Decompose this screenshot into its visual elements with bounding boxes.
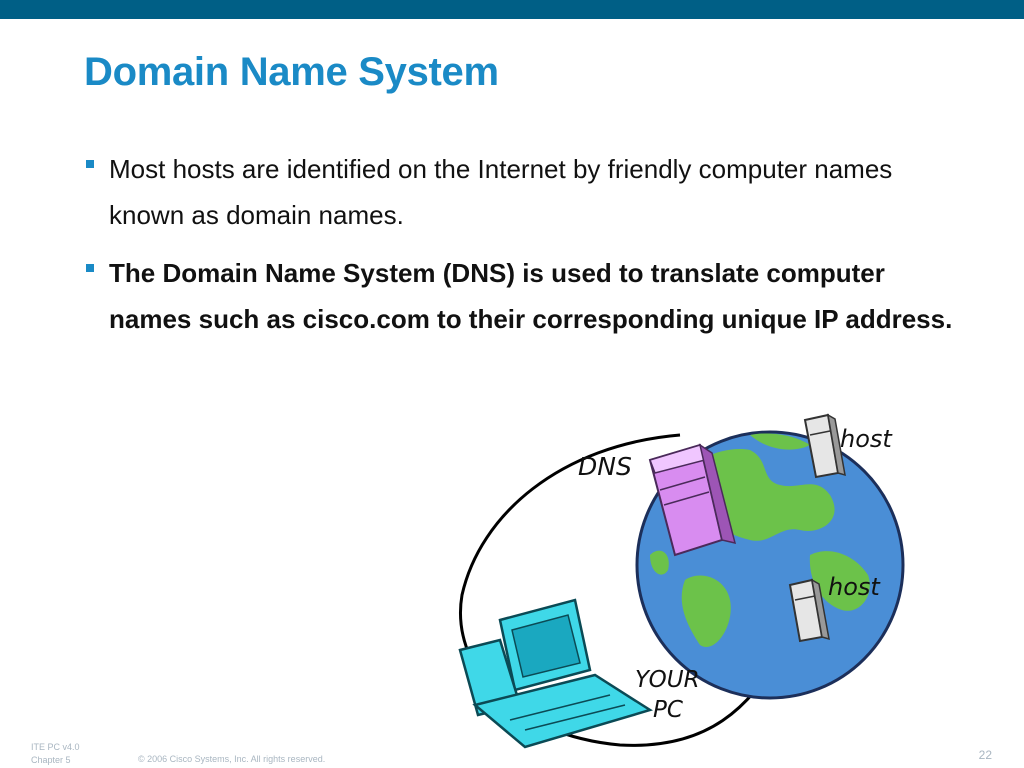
footer-copyright: © 2006 Cisco Systems, Inc. All rights re…	[138, 754, 326, 764]
bullet-item-1: Most hosts are identified on the Interne…	[84, 146, 964, 238]
square-bullet-icon	[86, 264, 94, 272]
host-server-icon	[803, 413, 846, 479]
footer-chapter: Chapter 5	[31, 755, 71, 765]
your-label: YOUR	[635, 667, 700, 693]
host-label-2: host	[828, 573, 881, 601]
bullet-text-2: The Domain Name System (DNS) is used to …	[109, 258, 953, 334]
pc-icon	[458, 598, 653, 749]
bullet-text-1: Most hosts are identified on the Interne…	[109, 154, 893, 230]
host-label-1: host	[840, 425, 893, 453]
host-server-icon	[788, 578, 830, 643]
bullet-item-2: The Domain Name System (DNS) is used to …	[84, 250, 964, 342]
slide-title: Domain Name System	[84, 50, 499, 94]
pc-label: PC	[653, 697, 683, 723]
bullet-list: Most hosts are identified on the Interne…	[84, 146, 964, 354]
page-number: 22	[978, 748, 992, 762]
dns-server-icon	[648, 443, 737, 557]
footer-course: ITE PC v4.0	[31, 742, 80, 752]
top-bar	[0, 0, 1024, 19]
footer-course-info: ITE PC v4.0 Chapter 5	[31, 741, 80, 767]
square-bullet-icon	[86, 160, 94, 168]
dns-illustration: DNS host host YOUR PC	[458, 413, 905, 749]
dns-label: DNS	[578, 452, 632, 481]
